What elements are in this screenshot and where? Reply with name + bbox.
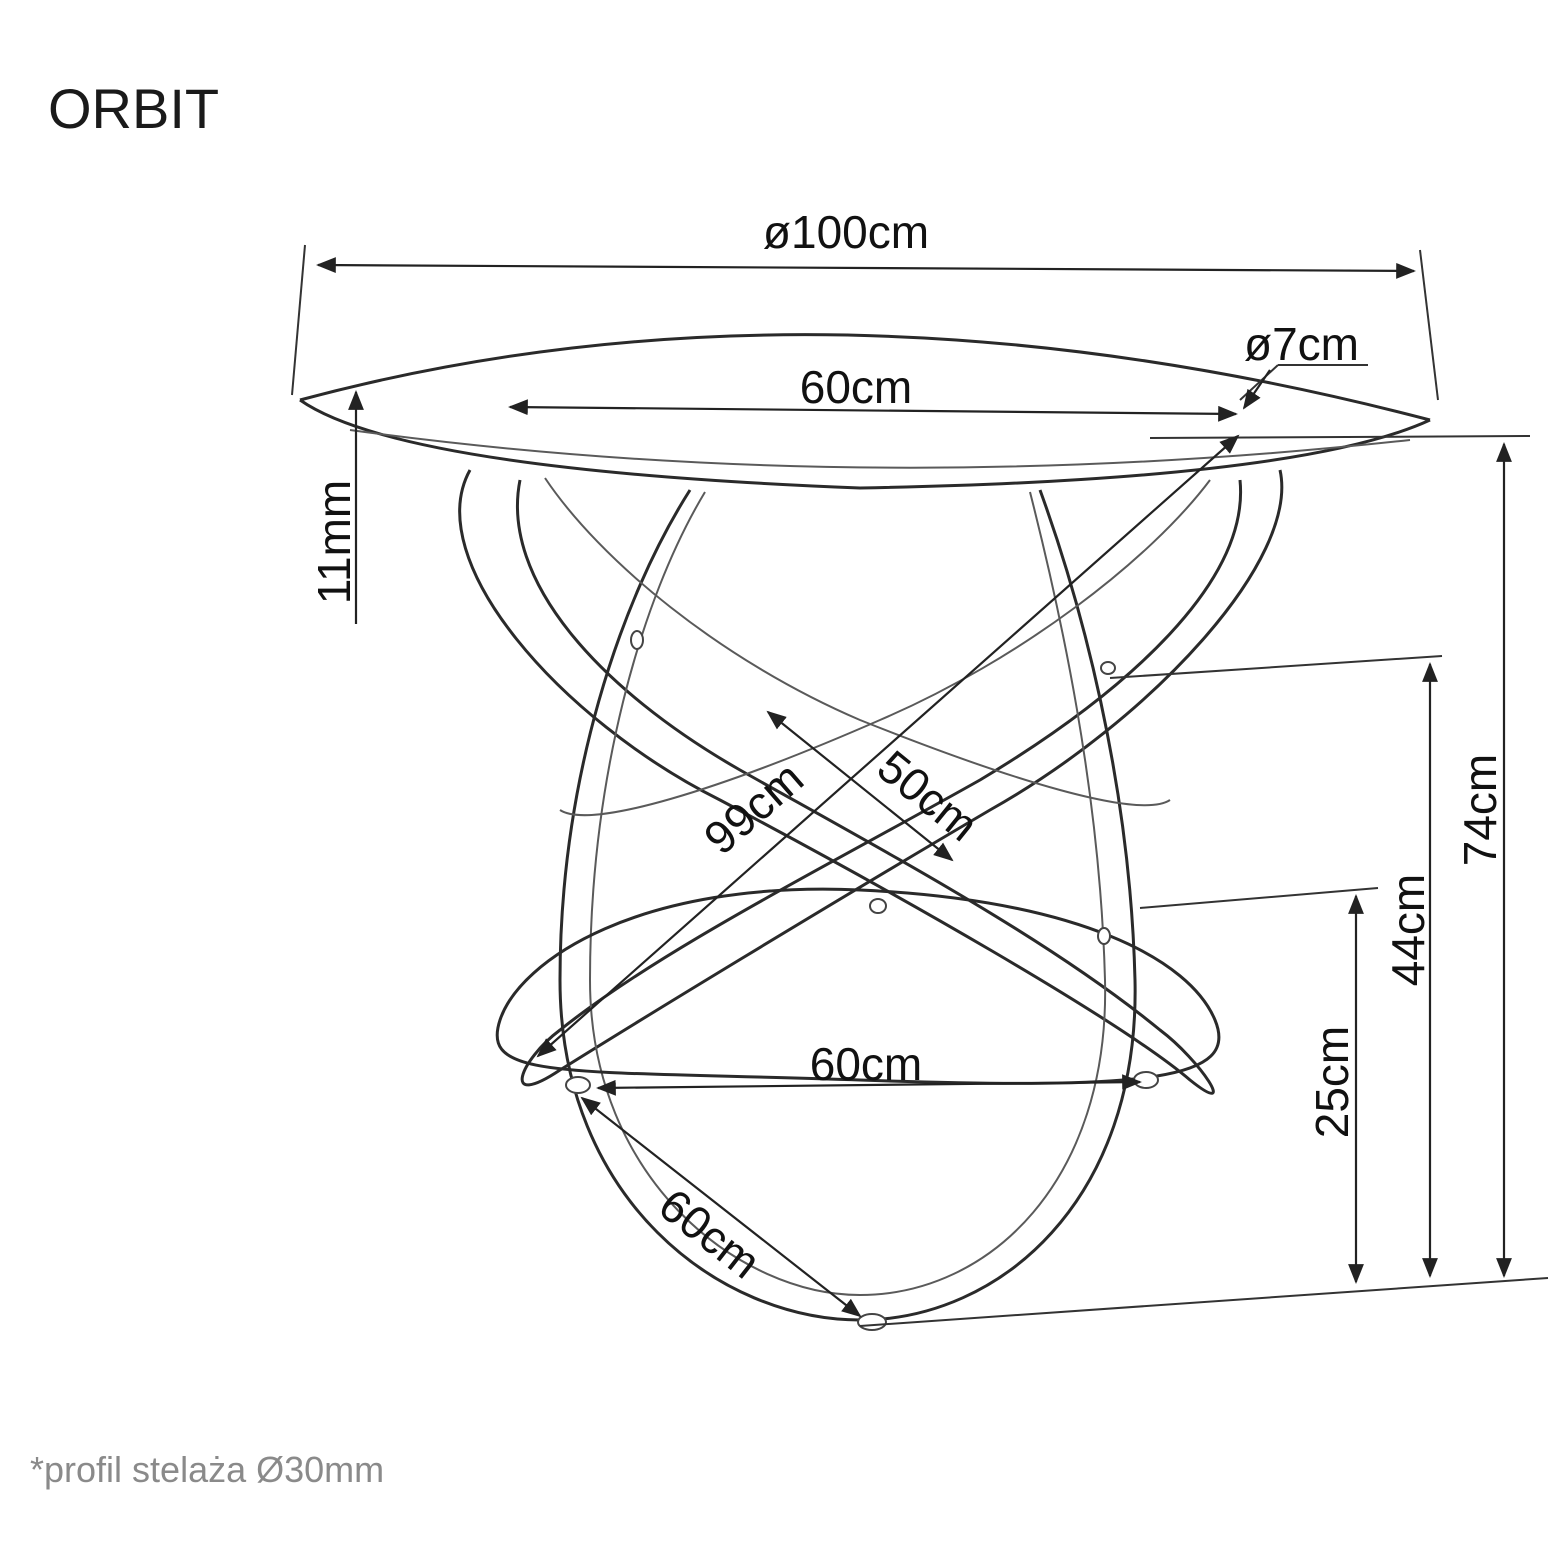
label-base-depth: 60cm	[650, 1178, 771, 1288]
label-base-width: 60cm	[810, 1038, 922, 1090]
foot-left	[565, 1076, 591, 1094]
label-top-diameter: ø100cm	[763, 206, 929, 258]
label-ring-width: 60cm	[800, 361, 912, 413]
label-base-height: 25cm	[1306, 1026, 1358, 1138]
label-total-height: 74cm	[1454, 754, 1506, 866]
label-inner-span: 50cm	[868, 740, 988, 851]
product-title: ORBIT	[48, 77, 219, 140]
footnote: *profil stelaża Ø30mm	[30, 1449, 384, 1490]
foot-front	[857, 1313, 887, 1331]
label-ring-height: 44cm	[1382, 874, 1434, 986]
dimension-lines	[316, 257, 1512, 1318]
dimension-labels: ø100cm 60cm ø7cm 11mm 74cm 44cm 25cm 99c…	[308, 206, 1506, 1289]
label-top-thickness: 11mm	[308, 480, 360, 604]
dim-line-top-diameter	[316, 257, 1416, 279]
dim-line-base-width	[596, 1074, 1142, 1096]
dim-line-inner-span	[766, 710, 954, 862]
foot-right	[1133, 1071, 1159, 1089]
label-leg-diameter: ø7cm	[1244, 318, 1359, 370]
label-diagonal: 99cm	[694, 751, 813, 864]
dim-line-leg	[1242, 369, 1271, 410]
orbit-frame	[458, 469, 1284, 1331]
dim-line-base-depth	[580, 1096, 862, 1318]
dim-line-ring-width	[508, 399, 1238, 422]
